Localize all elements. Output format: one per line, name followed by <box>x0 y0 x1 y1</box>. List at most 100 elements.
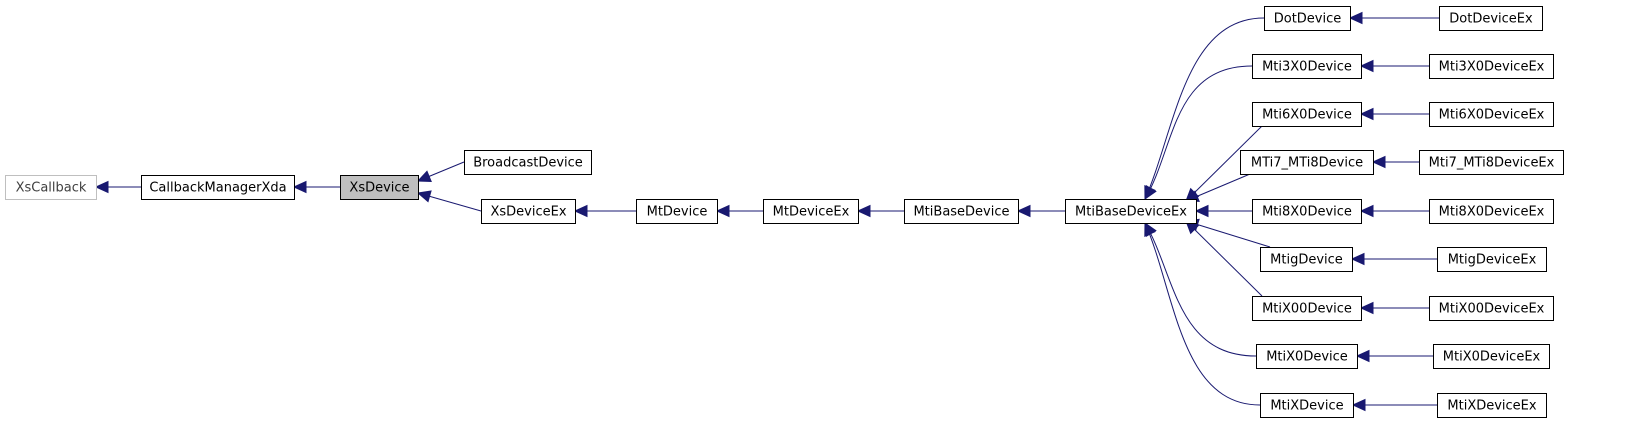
class-box <box>1419 150 1564 175</box>
edge-dotdeviceex-to-dotdevice <box>1348 11 1439 25</box>
class-node-mti3x0deviceex[interactable]: Mti3X0DeviceEx <box>1429 54 1554 79</box>
class-node-mti7-mti8deviceex[interactable]: Mti7_MTi8DeviceEx <box>1419 150 1564 175</box>
edge-xsdeviceex-to-xsdevice <box>416 190 482 212</box>
class-node-mtix00device[interactable]: MtiX00Device <box>1252 296 1362 321</box>
edge-arrowhead <box>1016 204 1031 218</box>
edge-line <box>1185 220 1271 248</box>
class-label: Mti3X0Device <box>1262 60 1352 75</box>
class-label: MtiX00DeviceEx <box>1439 302 1545 317</box>
class-node-xscallback[interactable]: XsCallback <box>5 175 97 200</box>
edge-mti8x0device-to-mtibasedeviceex <box>1194 204 1252 218</box>
class-box <box>1437 393 1547 418</box>
edge-xsdevice-to-callbackmanagerxda <box>292 180 340 194</box>
class-box <box>1065 199 1197 224</box>
edge-mtdevice-to-xsdeviceex <box>573 204 636 218</box>
edge-arrowhead <box>1350 252 1365 266</box>
class-node-mti6x0deviceex[interactable]: Mti6X0DeviceEx <box>1429 102 1554 127</box>
edge-mtibasedevice-to-mtdeviceex <box>856 204 904 218</box>
class-node-mtix00deviceex[interactable]: MtiX00DeviceEx <box>1429 296 1554 321</box>
class-node-mtigdeviceex[interactable]: MtigDeviceEx <box>1437 247 1547 272</box>
class-box <box>1256 344 1358 369</box>
edge-line <box>1144 222 1257 357</box>
class-box <box>141 175 295 200</box>
class-node-mtix0device[interactable]: MtiX0Device <box>1256 344 1358 369</box>
edge-arrowhead <box>1355 349 1370 363</box>
edge-arrowhead <box>715 204 730 218</box>
edge-line <box>1144 222 1261 406</box>
class-box <box>340 175 419 200</box>
class-label: MtiBaseDevice <box>913 205 1009 220</box>
class-node-mtibasedeviceex[interactable]: MtiBaseDeviceEx <box>1065 199 1197 224</box>
class-box <box>636 199 718 224</box>
class-node-dotdevice[interactable]: DotDevice <box>1264 6 1351 31</box>
class-box <box>1252 102 1362 127</box>
edge-arrowhead <box>1144 221 1156 237</box>
class-node-mti3x0device[interactable]: Mti3X0Device <box>1252 54 1362 79</box>
class-box <box>1433 344 1550 369</box>
class-node-xsdeviceex[interactable]: XsDeviceEx <box>481 199 576 224</box>
class-label: Mti8X0DeviceEx <box>1439 205 1545 220</box>
class-label: Mti3X0DeviceEx <box>1439 60 1545 75</box>
class-label: XsDevice <box>349 181 409 196</box>
class-node-callbackmanagerxda[interactable]: CallbackManagerXda <box>141 175 295 200</box>
edge-callbackmanagerxda-to-xscallback <box>94 180 141 194</box>
class-label: Mti6X0Device <box>1262 108 1352 123</box>
class-label: XsCallback <box>16 181 87 196</box>
class-box <box>1439 6 1543 31</box>
edge-mti6x0deviceex-to-mti6x0device <box>1359 107 1429 121</box>
class-node-mtdeviceex[interactable]: MtDeviceEx <box>763 199 859 224</box>
class-box <box>1429 102 1554 127</box>
class-node-broadcastdevice[interactable]: BroadcastDevice <box>464 150 592 175</box>
class-node-mtibasedevice[interactable]: MtiBaseDevice <box>904 199 1019 224</box>
class-node-xsdevice[interactable]: XsDevice <box>340 175 419 200</box>
class-node-mtigdevice[interactable]: MtigDevice <box>1260 247 1353 272</box>
edge-mti3x0deviceex-to-mti3x0device <box>1359 59 1429 73</box>
edge-arrowhead <box>1194 204 1209 218</box>
class-label: Mti7_MTi8DeviceEx <box>1429 156 1555 171</box>
nodes-layer: XsCallback CallbackManagerXda XsDevice Broa… <box>5 6 1564 418</box>
class-box <box>1429 296 1554 321</box>
edge-line <box>1185 220 1263 297</box>
class-label: XsDeviceEx <box>490 205 566 220</box>
class-node-mtdevice[interactable]: MtDevice <box>636 199 718 224</box>
edge-mtixdeviceex-to-mtixdevice <box>1351 398 1437 412</box>
edge-line <box>1144 65 1253 200</box>
edge-mti7-mti8device-to-mtibasedeviceex <box>1184 173 1251 202</box>
class-label: MtDeviceEx <box>773 205 850 220</box>
class-box <box>5 175 97 200</box>
edge-mtdeviceex-to-mtdevice <box>715 204 763 218</box>
class-label: Mti6X0DeviceEx <box>1439 108 1545 123</box>
class-node-mti7-mti8device[interactable]: MTi7_MTi8Device <box>1240 150 1374 175</box>
class-node-mti8x0device[interactable]: Mti8X0Device <box>1252 199 1362 224</box>
class-label: MtigDevice <box>1270 253 1343 268</box>
edge-arrowhead <box>1348 11 1363 25</box>
edge-mti8x0deviceex-to-mti8x0device <box>1359 204 1429 218</box>
edge-arrowhead <box>1351 398 1366 412</box>
class-node-mti6x0device[interactable]: Mti6X0Device <box>1252 102 1362 127</box>
class-label: CallbackManagerXda <box>149 181 286 196</box>
class-node-mtixdevice[interactable]: MtiXDevice <box>1260 393 1354 418</box>
edge-mtixdevice-to-mtibasedeviceex <box>1144 221 1261 406</box>
class-label: MtiBaseDeviceEx <box>1075 205 1187 220</box>
class-box <box>763 199 859 224</box>
edge-mtigdeviceex-to-mtigdevice <box>1350 252 1437 266</box>
class-label: MtigDeviceEx <box>1448 253 1537 268</box>
class-box <box>464 150 592 175</box>
class-label: MtiX0Device <box>1266 350 1348 365</box>
edge-arrowhead <box>1359 204 1374 218</box>
class-node-mtix0deviceex[interactable]: MtiX0DeviceEx <box>1433 344 1550 369</box>
edge-arrowhead <box>1359 59 1374 73</box>
edge-mtix00deviceex-to-mtix00device <box>1359 301 1429 315</box>
edge-arrowhead <box>573 204 588 218</box>
class-box <box>1252 296 1362 321</box>
class-node-mti8x0deviceex[interactable]: Mti8X0DeviceEx <box>1429 199 1554 224</box>
class-box <box>1429 199 1554 224</box>
class-node-mtixdeviceex[interactable]: MtiXDeviceEx <box>1437 393 1547 418</box>
class-label: MtiXDeviceEx <box>1447 399 1537 414</box>
edge-arrowhead <box>1144 185 1157 201</box>
edge-mtix0device-to-mtibasedeviceex <box>1144 221 1257 357</box>
class-box <box>1252 199 1362 224</box>
class-box <box>1252 54 1362 79</box>
class-node-dotdeviceex[interactable]: DotDeviceEx <box>1439 6 1543 31</box>
